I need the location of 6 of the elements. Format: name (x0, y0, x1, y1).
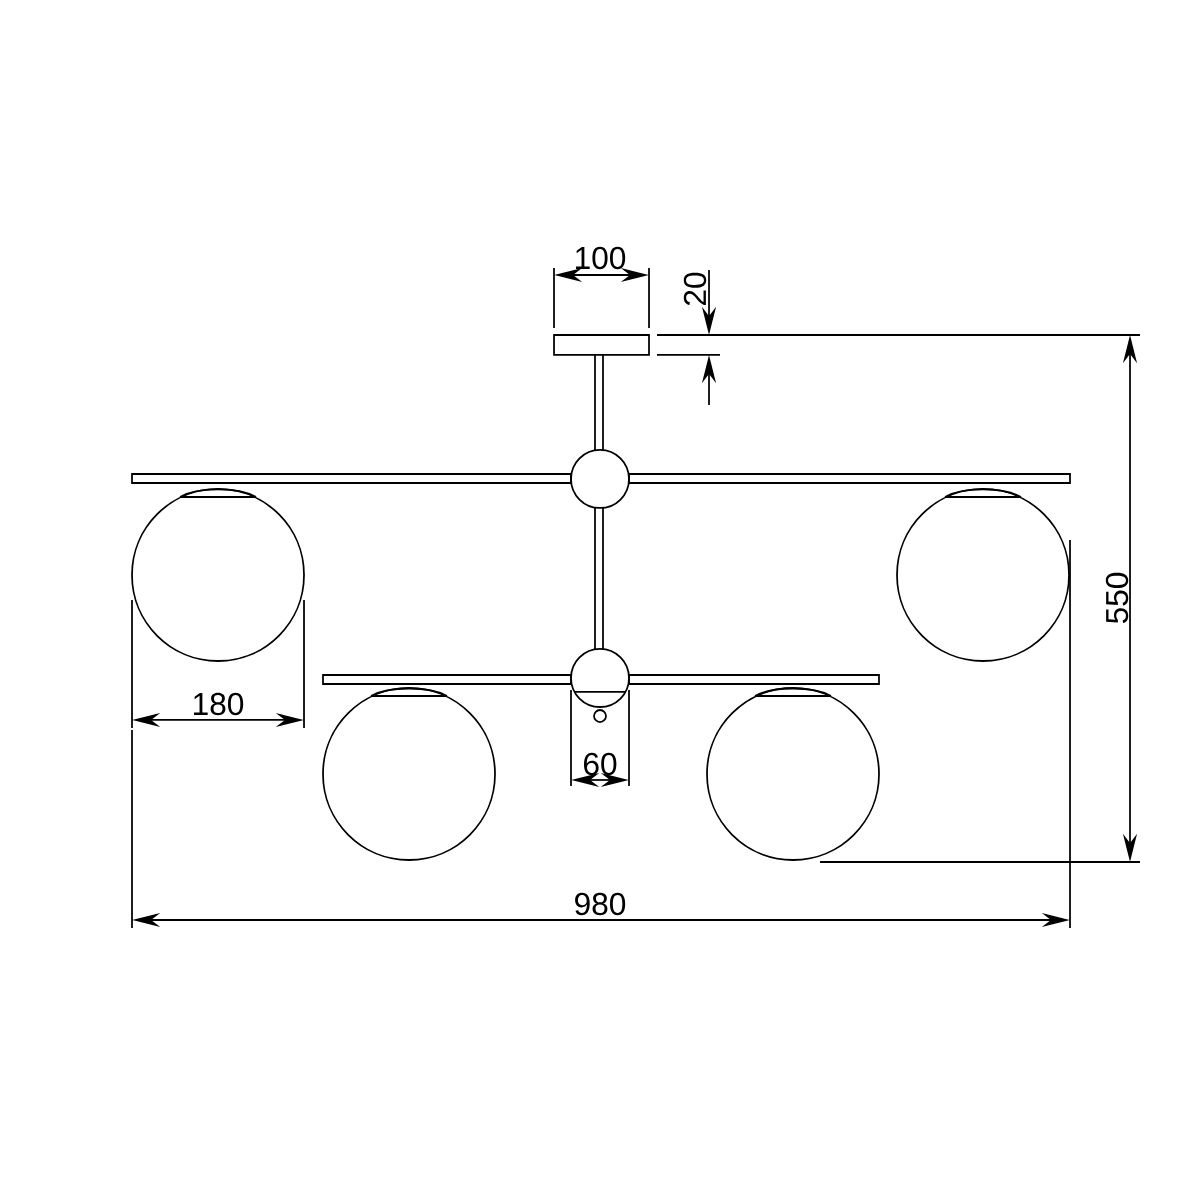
dimension-label: 180 (194, 692, 244, 716)
dimension-label: 980 (575, 892, 626, 916)
dimension-label: 550 (1105, 572, 1129, 624)
dimension-label: 100 (576, 246, 626, 270)
dimension-label: 20 (683, 272, 707, 305)
dimension-label: 60 (584, 752, 617, 776)
